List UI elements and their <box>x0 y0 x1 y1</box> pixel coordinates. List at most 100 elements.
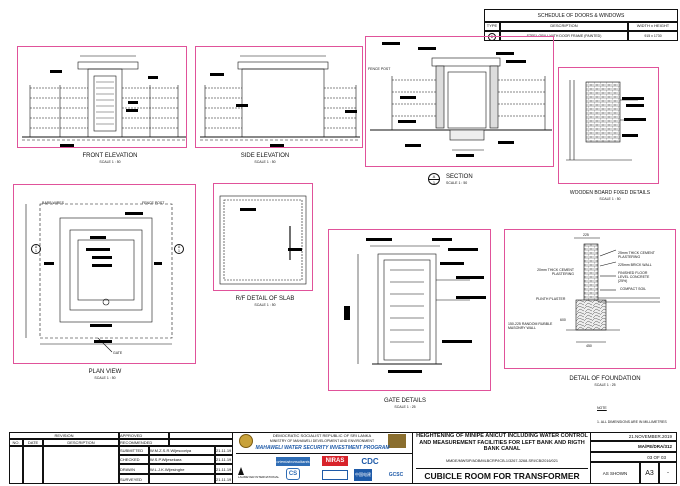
redacted-dim <box>288 248 302 251</box>
redacted-dim <box>624 118 646 121</box>
gcsc-logo: GCSC <box>388 472 404 478</box>
dim-450: 450 <box>586 344 592 348</box>
plan-view-frame <box>13 184 196 364</box>
lahmeyer-mark-icon <box>238 467 244 475</box>
redacted-dim <box>270 144 284 147</box>
redacted-dim <box>366 238 392 241</box>
redacted-dim <box>92 264 112 267</box>
redacted-dim <box>442 340 472 343</box>
blank-cell <box>169 432 233 439</box>
redacted-dim <box>236 104 248 107</box>
redacted-dim <box>128 101 138 104</box>
drawn-name: W.L.J.K.Wijesinghe <box>149 464 215 474</box>
revision-mark: - <box>659 462 677 484</box>
emblem-icon <box>239 434 253 448</box>
ministry-text: MINISTRY OF MAHAWELI DEVELOPMENT AND ENV… <box>269 439 375 443</box>
submitted-date: 21.11.19 <box>215 446 233 455</box>
redacted-dim <box>506 60 526 63</box>
section-scale: SCALE 1 : 50 <box>446 181 468 185</box>
schedule-desc-header: DESCRIPTION <box>500 22 628 31</box>
schedule-type-header: TYPE <box>484 22 500 31</box>
checked-name: W.S.P.Wijesekara <box>149 455 215 464</box>
redacted-dim <box>432 238 452 241</box>
revision-header: REVISION <box>9 432 119 439</box>
checked-date: 21.11.19 <box>215 455 233 464</box>
cdc-logo: CDC <box>361 457 379 466</box>
front-elevation-frame <box>17 46 187 148</box>
scale-value: AS SHOWN <box>590 462 640 484</box>
redacted-dim <box>86 248 110 251</box>
powerchina-logo: 中国电建 <box>354 469 372 481</box>
schedule-title-cell: SCHEDULE OF DOORS & WINDOWS <box>484 9 678 22</box>
date-value: 21.NOVEMBER.2019 <box>590 432 677 441</box>
gate-details-scale: SCALE 1 : 25 <box>394 405 416 409</box>
schedule-size-value: 915 x 1730 <box>628 31 678 41</box>
section-frame <box>365 36 554 167</box>
note-1: 1. ALL DIMENSIONS ARE IN MILLIMETRES <box>597 420 667 424</box>
description-header: DESCRIPTION <box>43 439 119 446</box>
wooden-board-scale: SCALE 1 : 50 <box>599 197 621 201</box>
redacted-dim <box>440 262 464 265</box>
side-elevation-title: SIDE ELEVATION <box>240 153 290 159</box>
slab-detail-scale: SCALE 1 : 50 <box>254 303 276 307</box>
section-title: SECTION <box>446 174 473 180</box>
fence-post-plan-label: FENCE POST <box>142 201 165 205</box>
rev-row <box>43 446 119 484</box>
drawn-date: 21.11.19 <box>215 464 233 474</box>
section-marker-letter: A <box>429 174 439 180</box>
drawing-title: CUBICLE ROOM FOR TRANSFORMER <box>416 468 588 483</box>
surveyed-date: 21.11.19 <box>215 474 233 484</box>
section-marker-circle: A 1 <box>428 173 440 185</box>
redacted-dim <box>60 144 74 147</box>
redacted-dim <box>92 256 112 259</box>
submitted-label: SUBMITTED <box>119 446 149 455</box>
redacted-dim <box>345 110 357 113</box>
redacted-dim <box>388 370 422 373</box>
foundation-scale: SCALE 1 : 25 <box>594 383 616 387</box>
niras-logo: NIRAS <box>322 456 348 466</box>
fence-post-label: FENCE POST <box>368 67 391 71</box>
side-elevation-frame <box>195 46 363 148</box>
rubble-label: 150-225 RANDOM RUBBLE MASONRY WALL <box>508 322 553 330</box>
plinth-plaster-label: PLINTH PLASTER <box>536 297 566 301</box>
note-heading: NOTE <box>597 406 607 410</box>
contract-number: MMDE/MWSIP/ADB/MLBCRP/ICB-1/3267-3268-SR… <box>445 459 559 463</box>
recommended-label: RECOMMENDED <box>119 439 169 446</box>
wooden-board-title: WOODEN BOARD FIXED DETAILS <box>569 190 651 196</box>
redacted-dim <box>90 236 106 239</box>
surveyed-name <box>149 474 215 484</box>
lahmeyer-logo: LAHMEYER INTERNATIONAL <box>238 467 280 482</box>
redacted-dim <box>456 276 484 279</box>
side-elevation-scale: SCALE 1 : 50 <box>254 160 276 164</box>
redacted-dim <box>405 144 421 147</box>
redacted-dim <box>94 340 112 343</box>
redacted-dim <box>622 97 644 100</box>
ffl-label: FINISHED FLOOR LEVEL CONCRETE (25%) <box>618 271 650 283</box>
redacted-dim <box>496 52 514 55</box>
plaster-20-label: 20mm THICK CEMENT PLASTERING <box>537 268 574 276</box>
no-header: NO. <box>9 439 23 446</box>
rev-row <box>23 446 43 484</box>
lahmeyer-text: LAHMEYER INTERNATIONAL <box>238 475 280 479</box>
redacted-dim <box>448 248 478 251</box>
program-text: MAHAWELI WATER SECURITY INVESTMENT PROGR… <box>255 445 390 451</box>
plan-view-scale: SCALE 1 : 50 <box>94 376 116 380</box>
redacted-dim <box>126 109 138 112</box>
dim-225: 225 <box>583 233 589 237</box>
redacted-dim <box>622 134 638 137</box>
redacted-dim <box>382 42 400 45</box>
drawn-label: DRAWN <box>119 464 149 474</box>
oriental-consultants-logo: orientalconsultants <box>276 457 310 466</box>
slab-detail-frame <box>213 183 313 291</box>
dim-600: 600 <box>560 318 566 322</box>
redacted-dim <box>240 208 256 211</box>
redacted-dim <box>148 76 158 79</box>
submitted-name: W.M.Z.S.R.Wijesooriya <box>149 446 215 455</box>
